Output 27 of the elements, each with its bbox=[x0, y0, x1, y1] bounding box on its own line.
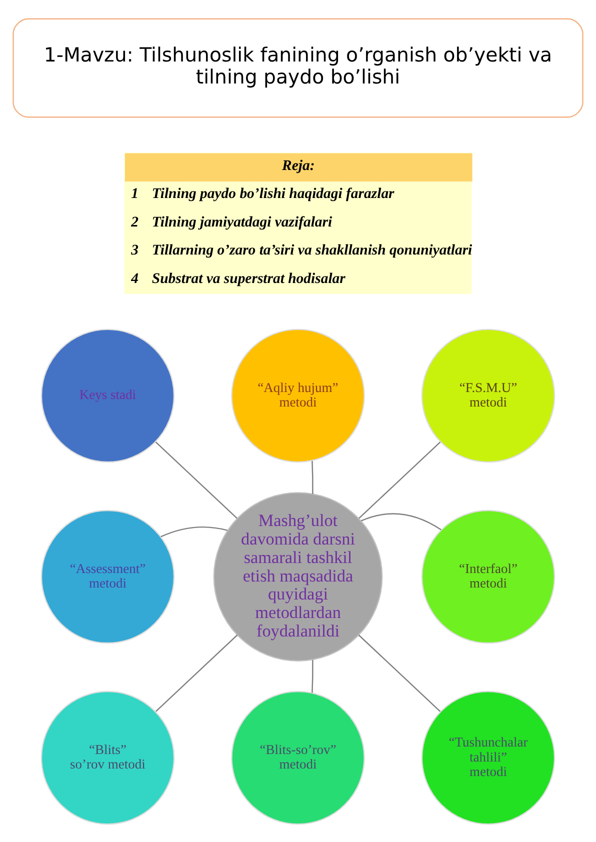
connector bbox=[312, 460, 314, 494]
label: 1 bbox=[131, 186, 138, 202]
connector bbox=[312, 659, 314, 692]
connector bbox=[358, 634, 441, 712]
node-circle: “Assessment” metodi bbox=[40, 509, 175, 644]
node-circle: “Interfaol” metodi bbox=[421, 509, 556, 644]
label: 4 bbox=[131, 270, 138, 286]
node-circle: Keys stadi bbox=[40, 328, 175, 462]
label: Tilning jamiyatdagi vazifalari bbox=[152, 214, 332, 230]
label: 3 bbox=[131, 242, 138, 258]
node-circle: “Blits” so’rov metodi bbox=[40, 690, 175, 824]
label: 2 bbox=[131, 214, 138, 230]
connector bbox=[155, 634, 238, 712]
node-circle: “Aqliy hujum” metodi bbox=[231, 328, 365, 462]
connector bbox=[360, 512, 442, 530]
node-box: 1-Mavzu: Tilshunoslik fanining o’rganish ob’yekti va tilning paydo bo’lishi bbox=[12, 18, 584, 118]
connector bbox=[358, 441, 441, 518]
node-circle: “F.S.M.U” metodi bbox=[421, 328, 556, 462]
label: Reja: bbox=[282, 158, 315, 174]
label: Tillarning o’zaro ta’siri va shakllanish qonuniyatlari bbox=[152, 242, 472, 258]
connector bbox=[160, 526, 228, 537]
node-circle: “Blits-so’rov” metodi bbox=[231, 690, 365, 824]
connector bbox=[155, 441, 238, 518]
node-circle: Mashg’ulot davomida darsni samarali tashkil etish maqsadida quyidagi metodlardan foydalanildi bbox=[213, 492, 383, 661]
label: Substrat va superstrat hodisalar bbox=[152, 270, 346, 286]
node-circle: “Tushunchalar tahlili” metodi bbox=[421, 690, 556, 824]
label: Tilning paydo bo’lishi haqidagi farazlar bbox=[152, 186, 394, 202]
